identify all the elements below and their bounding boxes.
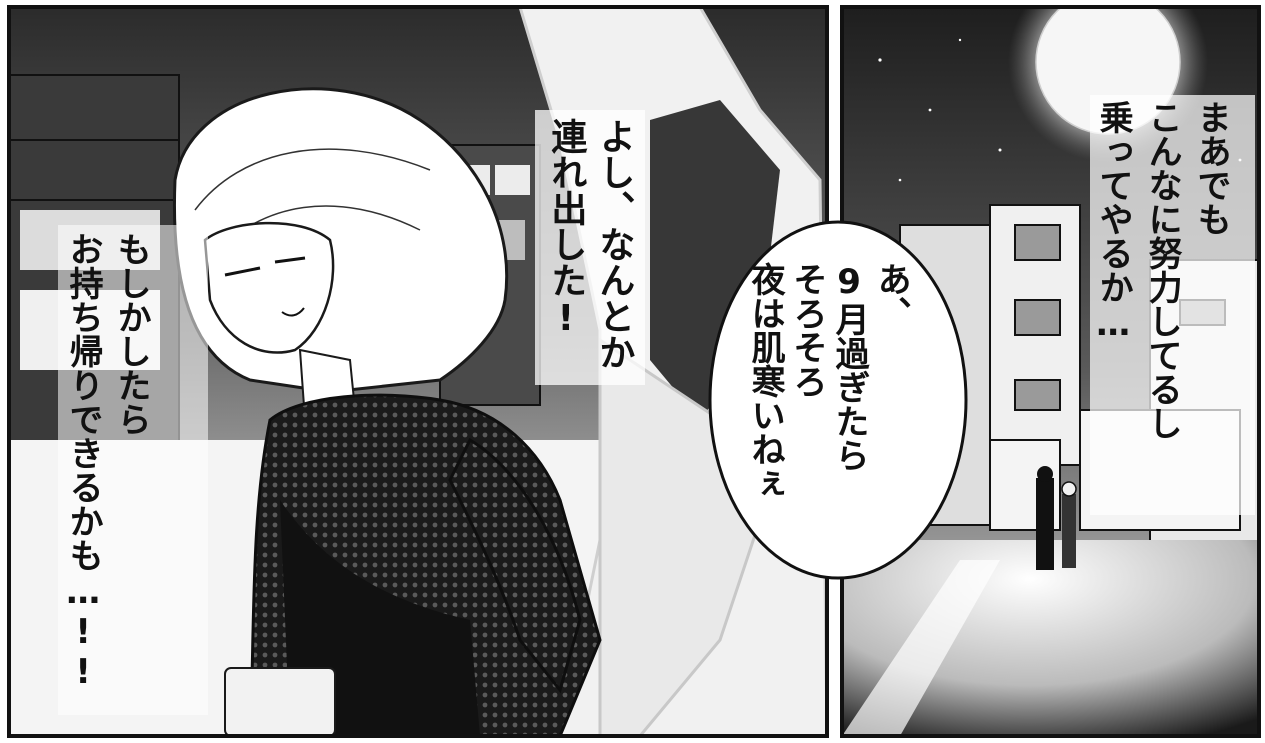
- woman-figure: [172, 87, 602, 736]
- speech-line-3: そろそろ: [787, 262, 828, 398]
- speech-line-4: 夜は肌寒いねぇ: [745, 262, 786, 500]
- thought-line-1: よし、なんとか: [593, 118, 635, 370]
- caption-backdrop: [1090, 95, 1255, 515]
- narration-backdrop: [58, 225, 208, 715]
- caption-line-2: こんなに努力してるし: [1142, 100, 1183, 440]
- thought-line-2: 連れ出した!: [545, 118, 587, 339]
- speech-balloon: [708, 220, 968, 580]
- narration-line-1: もしかしたら: [111, 232, 152, 436]
- speech-line-2: 9月過ぎたら: [829, 262, 870, 472]
- thought-backdrop: [535, 110, 645, 385]
- caption-line-3: 乗ってやるか…: [1093, 100, 1134, 344]
- speech-line-1: あ、: [871, 262, 912, 330]
- couple-figures: [1036, 466, 1077, 570]
- caption-line-1: まあでも: [1191, 100, 1232, 236]
- narration-line-2: お持ち帰りできるかも…!!: [63, 232, 104, 692]
